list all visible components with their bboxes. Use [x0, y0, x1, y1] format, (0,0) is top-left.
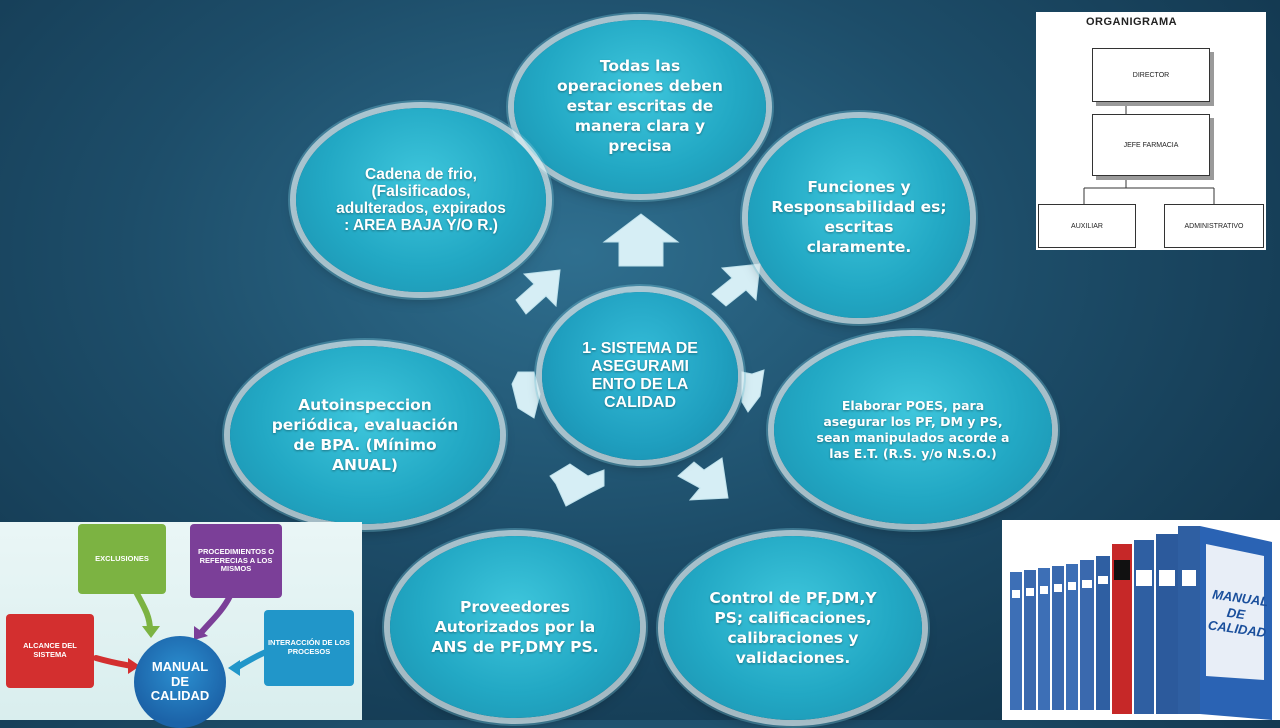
org-director-label: DIRECTOR — [1132, 71, 1170, 79]
node-lower-left-text: Proveedores Autorizados por la ANS de PF… — [431, 597, 599, 657]
node-lower-left: Proveedores Autorizados por la ANS de PF… — [390, 536, 640, 718]
org-jefe-label: JEFE FARMACIA — [1123, 141, 1179, 149]
binders-label: MANUAL DE CALIDAD — [1207, 586, 1270, 641]
node-center: 1- SISTEMA DE ASEGURAMI ENTO DE LA CALID… — [542, 292, 738, 460]
manual-alcance-label: ALCANCE DEL SISTEMA — [23, 641, 77, 659]
node-upper-left: Cadena de frio, (Falsificados, adulterad… — [296, 108, 546, 292]
node-upper-right: Funciones y Responsabilidad es; escritas… — [748, 118, 970, 318]
arrow-upper-right-icon — [711, 263, 761, 307]
arrow-left-icon — [511, 371, 541, 419]
node-upper-left-text: Cadena de frio, (Falsificados, adulterad… — [336, 165, 506, 235]
node-right: Elaborar POES, para asegurar los PF, DM … — [774, 336, 1052, 524]
arrow-up-icon — [602, 213, 680, 267]
node-upper-right-text: Funciones y Responsabilidad es; escritas… — [771, 178, 947, 256]
organigrama-title: ORGANIGRAMA — [1086, 16, 1178, 28]
manual-procedimientos-box: PROCEDIMIENTOS O REFERECIAS A LOS MISMOS — [190, 524, 282, 598]
organigrama-lines — [1083, 102, 1215, 204]
node-left-text: Autoinspeccion periódica, evaluación de … — [271, 395, 459, 475]
org-auxiliar-label: AUXILIAR — [1071, 222, 1103, 230]
arrow-blue-icon — [228, 660, 240, 676]
manual-interaccion-label: INTERACCIÓN DE LOS PROCESOS — [267, 638, 351, 656]
binders-illustration — [1010, 526, 1272, 720]
manual-exclusiones-label: EXCLUSIONES — [95, 553, 149, 563]
manual-interaccion-box: INTERACCIÓN DE LOS PROCESOS — [264, 610, 354, 686]
node-top-text: Todas las operaciones deben estar escrit… — [557, 57, 723, 155]
org-box-jefe: JEFE FARMACIA — [1092, 114, 1210, 176]
org-box-director: DIRECTOR — [1092, 48, 1210, 102]
org-administrativo-label: ADMINISTRATIVO — [1184, 222, 1244, 230]
manual-diagram-inset: EXCLUSIONES PROCEDIMIENTOS O REFERECIAS … — [0, 522, 362, 728]
manual-alcance-box: ALCANCE DEL SISTEMA — [6, 614, 94, 688]
node-lower-right-text: Control de PF,DM,Y PS; calificaciones, c… — [709, 588, 877, 668]
arrow-upper-left-icon — [515, 269, 561, 315]
arrow-purple-icon — [194, 626, 208, 640]
binders-inset: MANUAL DE CALIDAD — [1002, 520, 1280, 720]
node-center-text: 1- SISTEMA DE ASEGURAMI ENTO DE LA CALID… — [582, 340, 698, 411]
organigrama-inset: ORGANIGRAMA DIRECTOR JEFE FARMACIA AUXIL… — [1036, 12, 1266, 250]
manual-center-circle: MANUAL DE CALIDAD — [134, 636, 226, 728]
node-left: Autoinspeccion periódica, evaluación de … — [230, 346, 500, 524]
manual-exclusiones-box: EXCLUSIONES — [78, 524, 166, 594]
node-lower-right: Control de PF,DM,Y PS; calificaciones, c… — [664, 536, 922, 720]
node-right-text: Elaborar POES, para asegurar los PF, DM … — [816, 397, 1010, 462]
arrow-green-icon — [142, 626, 160, 638]
arrow-right-icon — [741, 369, 765, 413]
org-box-administrativo: ADMINISTRATIVO — [1164, 204, 1264, 248]
binder-row-icon — [1010, 526, 1272, 720]
manual-procedimientos-label: PROCEDIMIENTOS O REFERECIAS A LOS MISMOS — [197, 547, 275, 574]
manual-center-label: MANUAL DE CALIDAD — [150, 658, 210, 704]
node-top: Todas las operaciones deben estar escrit… — [514, 20, 766, 194]
org-box-auxiliar: AUXILIAR — [1038, 204, 1136, 248]
arrow-lower-left-icon — [549, 463, 605, 507]
arrow-lower-right-icon — [677, 457, 729, 501]
arrow-red-icon — [128, 658, 140, 674]
manual-diagram-arrows — [93, 569, 269, 676]
